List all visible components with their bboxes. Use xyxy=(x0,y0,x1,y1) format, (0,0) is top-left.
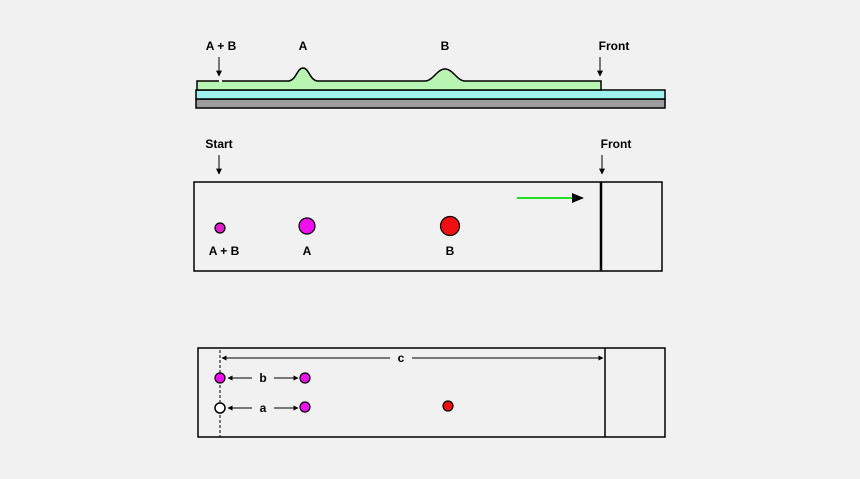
plate-label-start: Start xyxy=(205,137,232,151)
spot-b-row xyxy=(299,372,311,384)
solvent-direction-arrowhead xyxy=(572,193,584,203)
spot-red-row xyxy=(442,400,454,412)
spot-label-a-plus-b: A + B xyxy=(209,244,240,258)
plate-label-front: Front xyxy=(601,137,632,151)
side-view: A + B A B Front xyxy=(195,39,666,109)
spot-label-a: A xyxy=(303,244,312,258)
side-label-front: Front xyxy=(599,39,630,53)
origin-spot-a-row xyxy=(214,402,226,414)
label-c: c xyxy=(398,351,405,365)
measurement-view: c b a xyxy=(197,347,666,438)
side-label-peak-a: A xyxy=(299,39,308,53)
plate-view: Start Front A + B A B xyxy=(193,137,663,272)
solvent-band-profile xyxy=(196,67,602,91)
spot-b xyxy=(439,215,461,237)
tlc-plate xyxy=(193,181,663,272)
label-a: a xyxy=(260,401,267,415)
spot-a xyxy=(298,217,316,235)
label-b: b xyxy=(259,371,266,385)
origin-spot-b-row xyxy=(214,372,226,384)
side-label-peak-b: B xyxy=(441,39,450,53)
glass-plate xyxy=(195,89,666,100)
measurement-plate xyxy=(197,347,666,438)
spot-a-plus-b xyxy=(214,222,226,234)
base-layer xyxy=(195,98,666,109)
spot-label-b: B xyxy=(446,244,455,258)
spot-a-row xyxy=(299,401,311,413)
side-label-start: A + B xyxy=(206,39,237,53)
